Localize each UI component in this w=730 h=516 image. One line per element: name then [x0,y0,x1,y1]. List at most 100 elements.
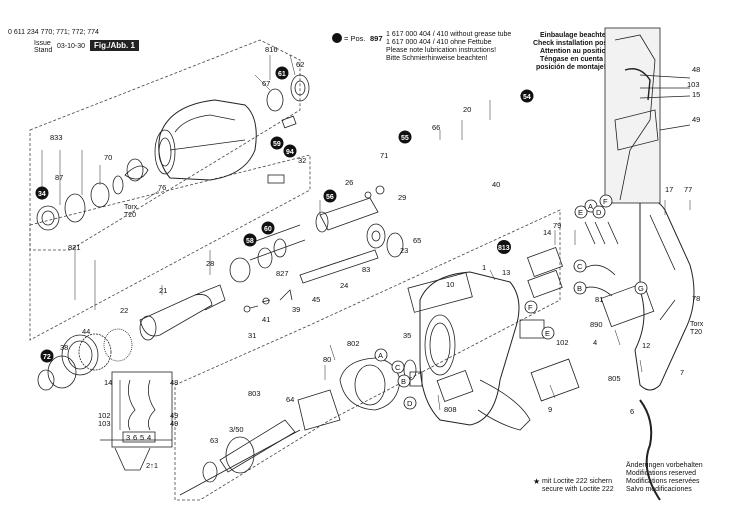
callout-label: G [638,284,644,293]
callout-71: 71 [380,151,388,160]
callout-label: B [577,284,582,293]
callout-808: 808 [444,405,457,414]
callout-14: 14 [543,228,551,237]
callout-40: 40 [492,180,500,189]
callout-821: 821 [68,243,81,252]
callout-10: 10 [446,280,454,289]
callout-17: 17 [665,185,673,194]
callout-833: 833 [50,133,63,142]
filled-callout-72: 72 [40,349,54,363]
callout-label: A [588,202,593,211]
filled-callout-56: 56 [323,189,337,203]
filled-callout-94: 94 [283,144,297,158]
callout-78: 78 [692,294,700,303]
callout-label: 48 [170,378,178,387]
callout-label: 6 [133,433,137,442]
callout-81: 81 [595,295,603,304]
callout-67: 67 [262,79,270,88]
callout-49: 49 [692,115,700,124]
callout-803: 803 [248,389,261,398]
torx-label-left: Torx [124,204,138,211]
loctite-line-2: secure with Loctite 222 [542,486,614,493]
callout-103: 103 [687,80,700,89]
callout-20: 20 [463,105,471,114]
star-icon: ★ [533,477,541,486]
callout-48: 48 [692,65,700,74]
callout-label: 813 [498,245,510,252]
modifications-line-4: Salvo modificaciones [626,486,692,493]
install-line-5: posición de montaje! [536,64,607,71]
grease-line-1: 1 617 000 404 / 410 without grease tube [386,31,512,38]
callout-4: 4 [593,338,597,347]
letter-callout-e-2: E [574,205,588,219]
callout-66: 66 [432,123,440,132]
install-line-2: Check installation position! [533,40,625,47]
issue-date: 03-10-30 [57,43,86,50]
callout-label: 102 [98,411,111,420]
letter-callout-f-2: F [599,194,613,208]
callout-6: 6 [630,407,634,416]
loctite-line-1: mit Loctite 222 sichern [542,478,613,485]
letter-callout-d-1: D [403,396,417,410]
callout-3-50: 3/50 [229,425,244,434]
callout-827: 827 [276,269,289,278]
callout-7: 7 [680,368,684,377]
letter-callout-c-2: C [573,259,587,273]
callout-41: 41 [262,315,270,324]
callout-64: 64 [286,395,294,404]
filled-callout-61: 61 [275,66,289,80]
letter-callout-c-1: C [391,360,405,374]
callout-label: 4 [147,433,151,442]
callout-label: 103 [98,419,111,428]
grease-dot-icon [332,33,342,43]
grease-line-4: Bitte Schmierhinweise beachten! [386,55,488,62]
callout-31: 31 [248,331,256,340]
callout-label: D [596,208,602,217]
figure-label: Fig./Abb. 1 [90,40,139,51]
grease-pos-number: 897 [370,34,383,43]
letter-callout-b-2: B [573,281,587,295]
filled-callouts: 34 61 59 94 56 55 54 60 58 72 813 [35,66,534,363]
callout-label: 58 [246,238,254,245]
plain-callouts: 816 67 62 833 70 87 76 32 26 71 66 20 40… [50,45,700,445]
callout-label: D [407,399,413,408]
letter-callout-b-1: B [397,374,411,388]
callout-28: 28 [206,259,214,268]
callout-802: 802 [347,339,360,348]
callout-label: E [578,208,583,217]
callout-29: 29 [398,193,406,202]
callout-label: A [378,351,383,360]
callout-label: 5 [140,433,144,442]
callout-65: 65 [413,236,421,245]
callout-label: F [528,303,533,312]
callout-80: 80 [323,355,331,364]
callout-label: 56 [326,194,334,201]
modifications-line-2: Modifications reserved [626,470,697,477]
filled-callout-813: 813 [497,240,511,254]
issue-label: Issue [34,40,51,47]
filled-callout-60: 60 [261,221,275,235]
callout-label: C [395,363,401,372]
install-line-1: Einbaulage beachten! [540,32,613,39]
grease-line-2: 1 617 000 404 / 410 ohne Fettube [386,39,492,46]
letter-callout-a-1: A [374,348,388,362]
callout-79: 79 [553,221,561,230]
callout-39: 39 [292,305,300,314]
stand-label: Stand [34,47,53,54]
modifications-line-1: Änderungen vorbehalten [626,462,703,469]
callout-24: 24 [340,281,348,290]
callout-87: 87 [55,173,63,182]
callout-38: 38 [60,343,68,352]
letter-callout-d-2: D [592,205,606,219]
callout-76: 76 [158,183,166,192]
grease-pos-prefix: = Pos. [344,34,366,43]
callout-21: 21 [159,286,167,295]
callout-label: 49 [170,419,178,428]
doc-number: 0 611 234 770; 771; 772; 774 [8,29,99,36]
callout-32: 32 [298,156,306,165]
callout-805: 805 [608,374,621,383]
callout-70: 70 [104,153,112,162]
callout-35: 35 [403,331,411,340]
callout-label: 55 [401,135,409,142]
callout-label: F [603,197,608,206]
